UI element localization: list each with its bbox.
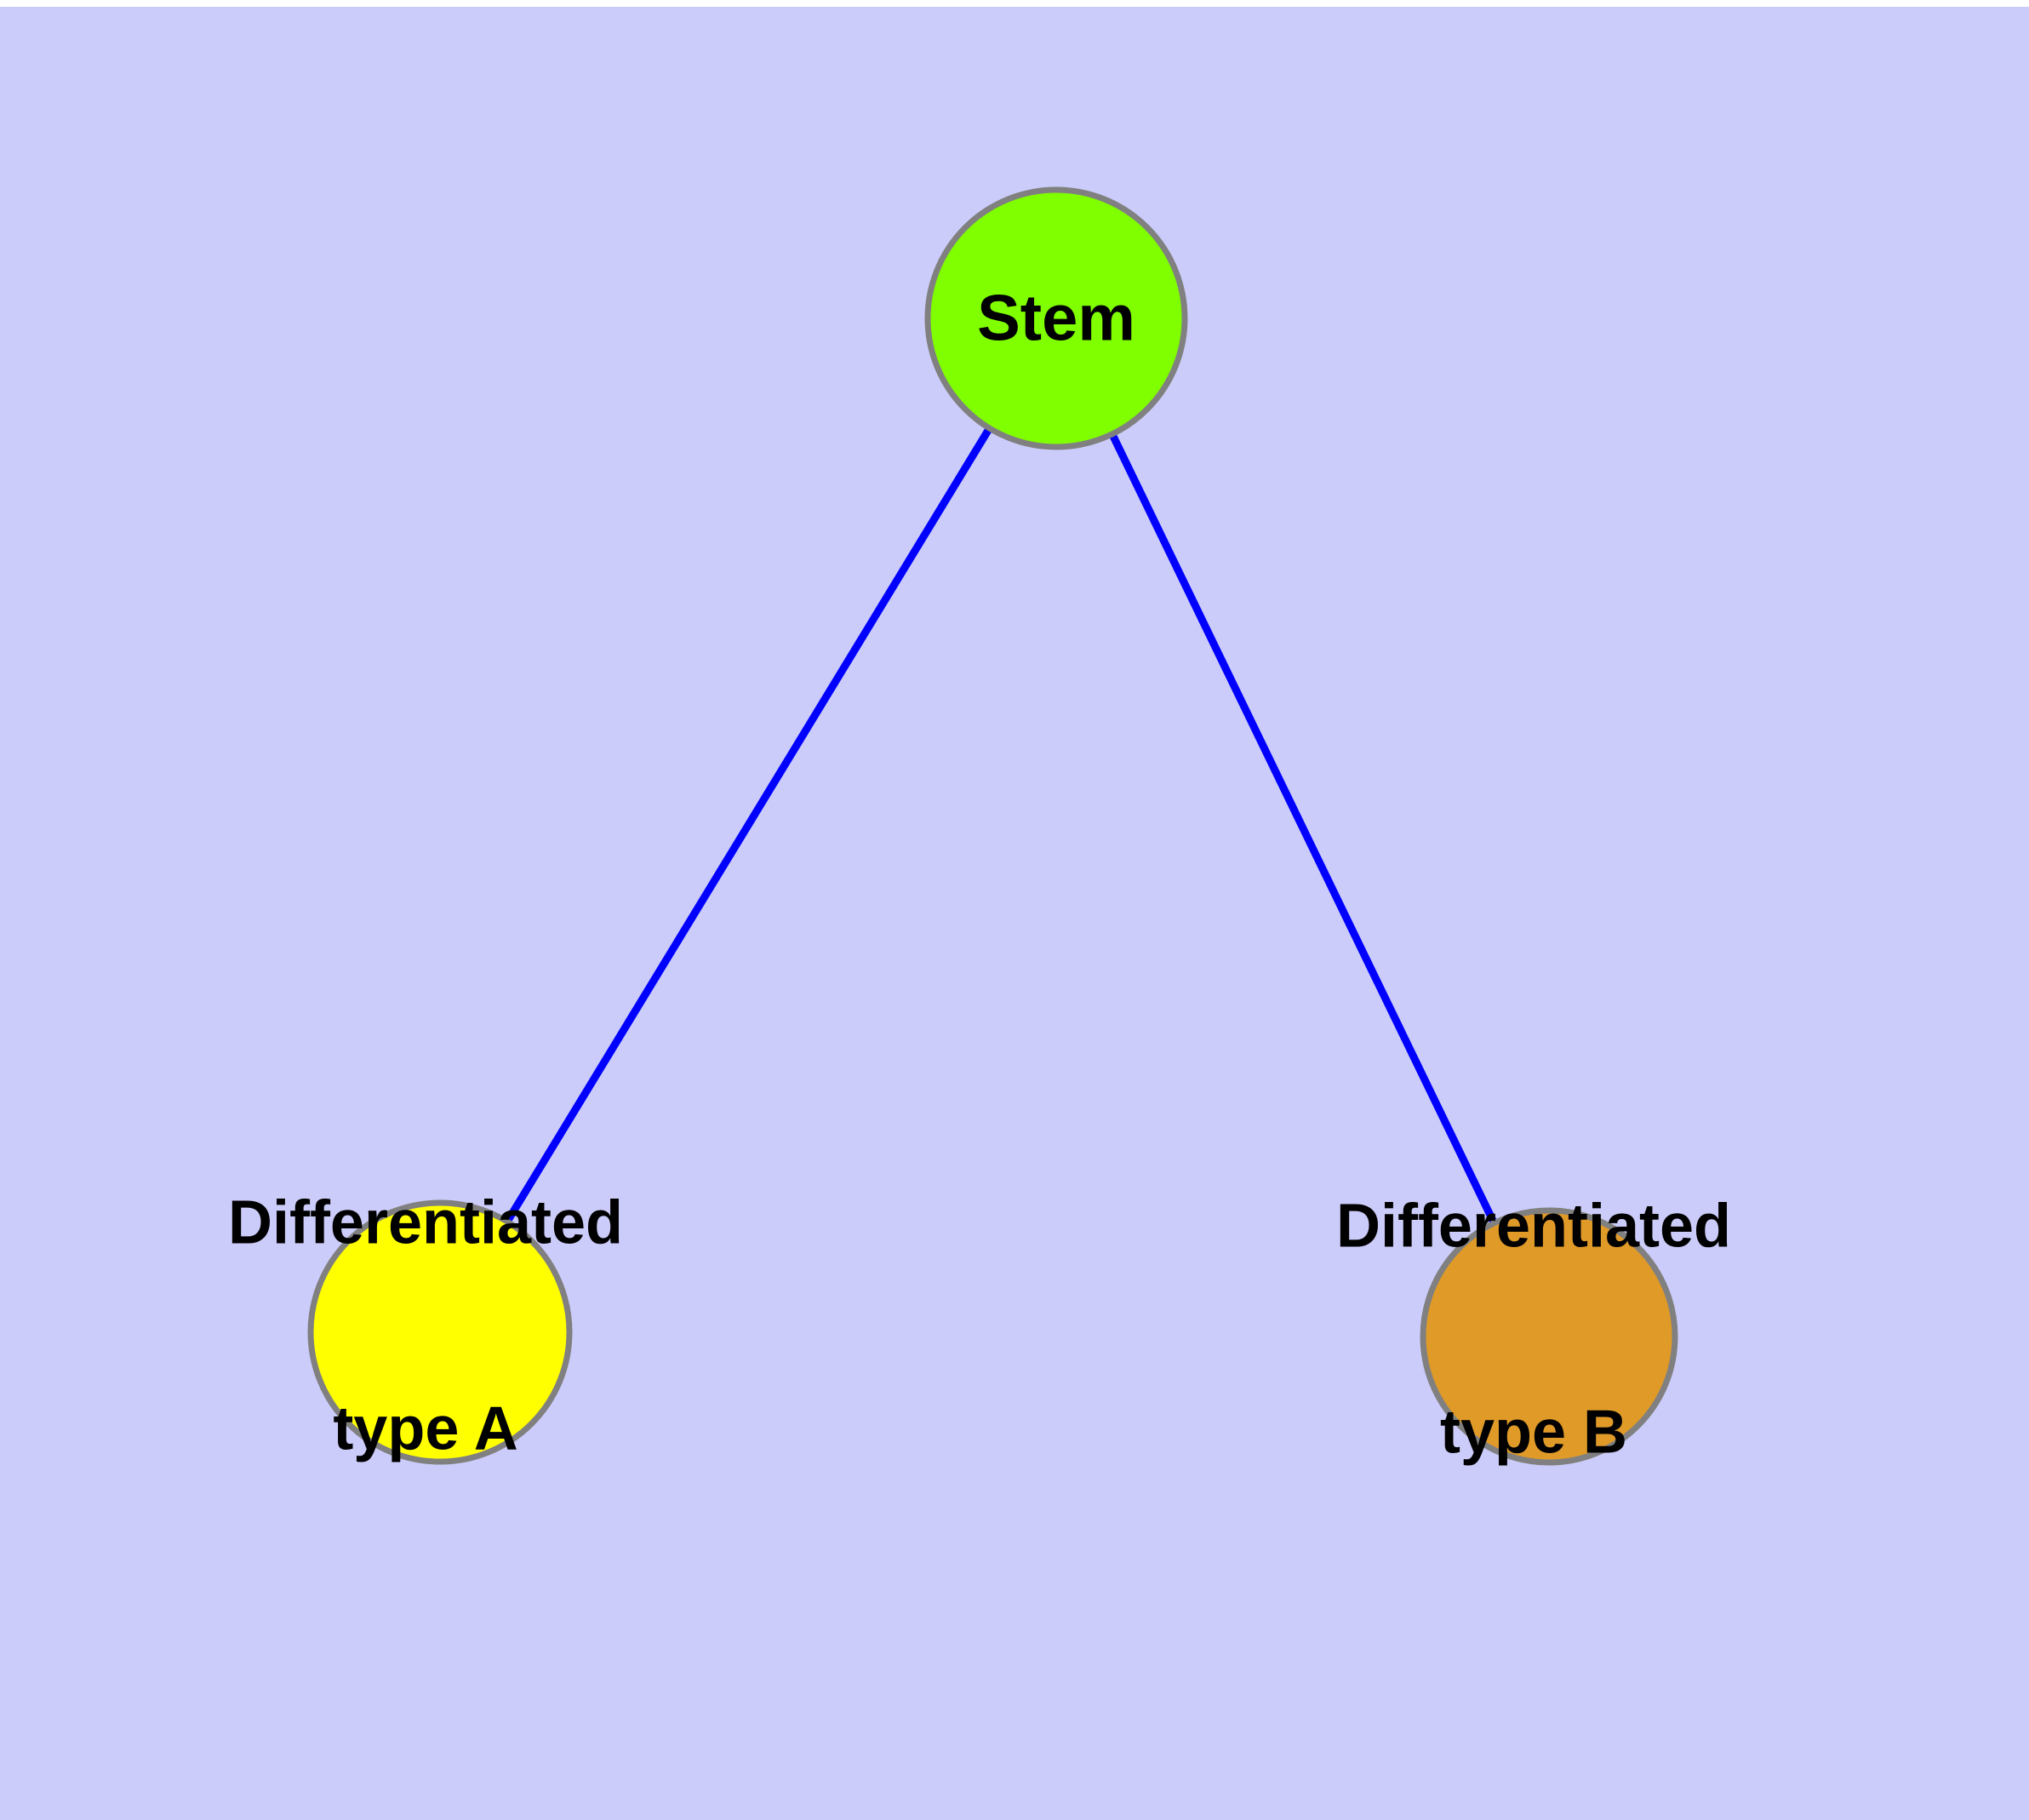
edge-stem-to-differentiated-type-a [437, 316, 1060, 1335]
node-differentiated-type-a[interactable] [307, 1199, 573, 1465]
edge-layer [437, 316, 1553, 1338]
node-stem[interactable] [924, 186, 1188, 450]
node-layer [307, 186, 1678, 1466]
node-differentiated-type-b[interactable] [1420, 1207, 1678, 1466]
edge-stem-to-differentiated-type-b [1052, 317, 1553, 1338]
